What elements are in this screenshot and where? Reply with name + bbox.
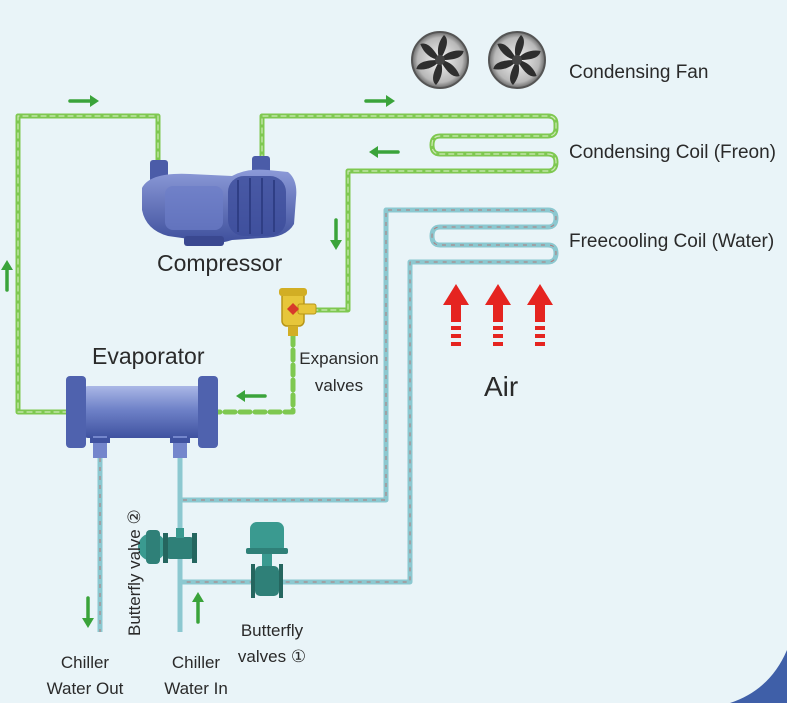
freon-pipe-expansion — [209, 332, 296, 415]
flow-arrows — [1, 95, 400, 628]
condensing-coil-label: Condensing Coil (Freon) — [569, 142, 776, 163]
expansion-valves-line-1: Expansion — [299, 349, 379, 368]
freon-pipe-left-loop-dash — [17, 115, 159, 413]
evaporator-label: Evaporator — [92, 343, 205, 369]
arrow-up-left-icon — [1, 260, 13, 292]
butterfly-valves-1-label: Butterfly valves ① — [232, 618, 312, 670]
arrow-left-evaporator-icon — [236, 390, 267, 402]
freecooling-coil-label: Freecooling Coil (Water) — [569, 231, 775, 252]
air-arrow-1-icon — [443, 284, 469, 346]
butterfly-valves-1-line-2: valves ① — [237, 647, 307, 666]
expansion-valves-label: Expansion valves — [292, 345, 386, 399]
arrow-right-top-left-icon — [68, 95, 99, 107]
arrow-down-water-out-icon — [82, 596, 94, 628]
corner-accent — [730, 650, 787, 703]
chiller-water-out-line-2: Water Out — [46, 679, 124, 698]
butterfly-valve-2-icon — [138, 528, 197, 564]
air-arrow-2-icon — [485, 284, 511, 346]
expansion-valves-line-2: valves — [314, 376, 364, 395]
butterfly-valve-1-icon — [246, 522, 288, 598]
chiller-water-in-line-1: Chiller — [171, 653, 221, 672]
condensing-fan-1 — [411, 31, 469, 89]
air-label: Air — [484, 371, 519, 402]
compressor-unit — [142, 156, 297, 246]
air-arrow-3-icon — [527, 284, 553, 346]
condensing-fan-2 — [488, 31, 546, 89]
expansion-valve-icon — [279, 288, 317, 336]
water-pipe-return-dash — [179, 209, 557, 583]
evaporator-unit — [66, 376, 218, 458]
freon-pipes — [15, 113, 559, 415]
condensing-fan-label: Condensing Fan — [569, 62, 709, 83]
arrow-right-top-right-icon — [364, 95, 395, 107]
butterfly-valves-1-line-1: Butterfly — [240, 621, 304, 640]
butterfly-valve-2-label: Butterfly valve ② — [125, 509, 144, 636]
chiller-water-out-line-1: Chiller — [60, 653, 110, 672]
arrow-left-coil-icon — [369, 146, 400, 158]
chiller-water-in-label: Chiller Water In — [150, 650, 242, 702]
freon-pipe-discharge-dash — [261, 115, 557, 311]
chiller-water-out-label: Chiller Water Out — [30, 650, 140, 702]
compressor-label: Compressor — [157, 250, 283, 276]
air-arrows — [443, 284, 553, 346]
arrow-down-icon — [330, 218, 342, 250]
arrow-up-water-in-icon — [192, 592, 204, 624]
chiller-water-in-line-2: Water In — [164, 679, 228, 698]
